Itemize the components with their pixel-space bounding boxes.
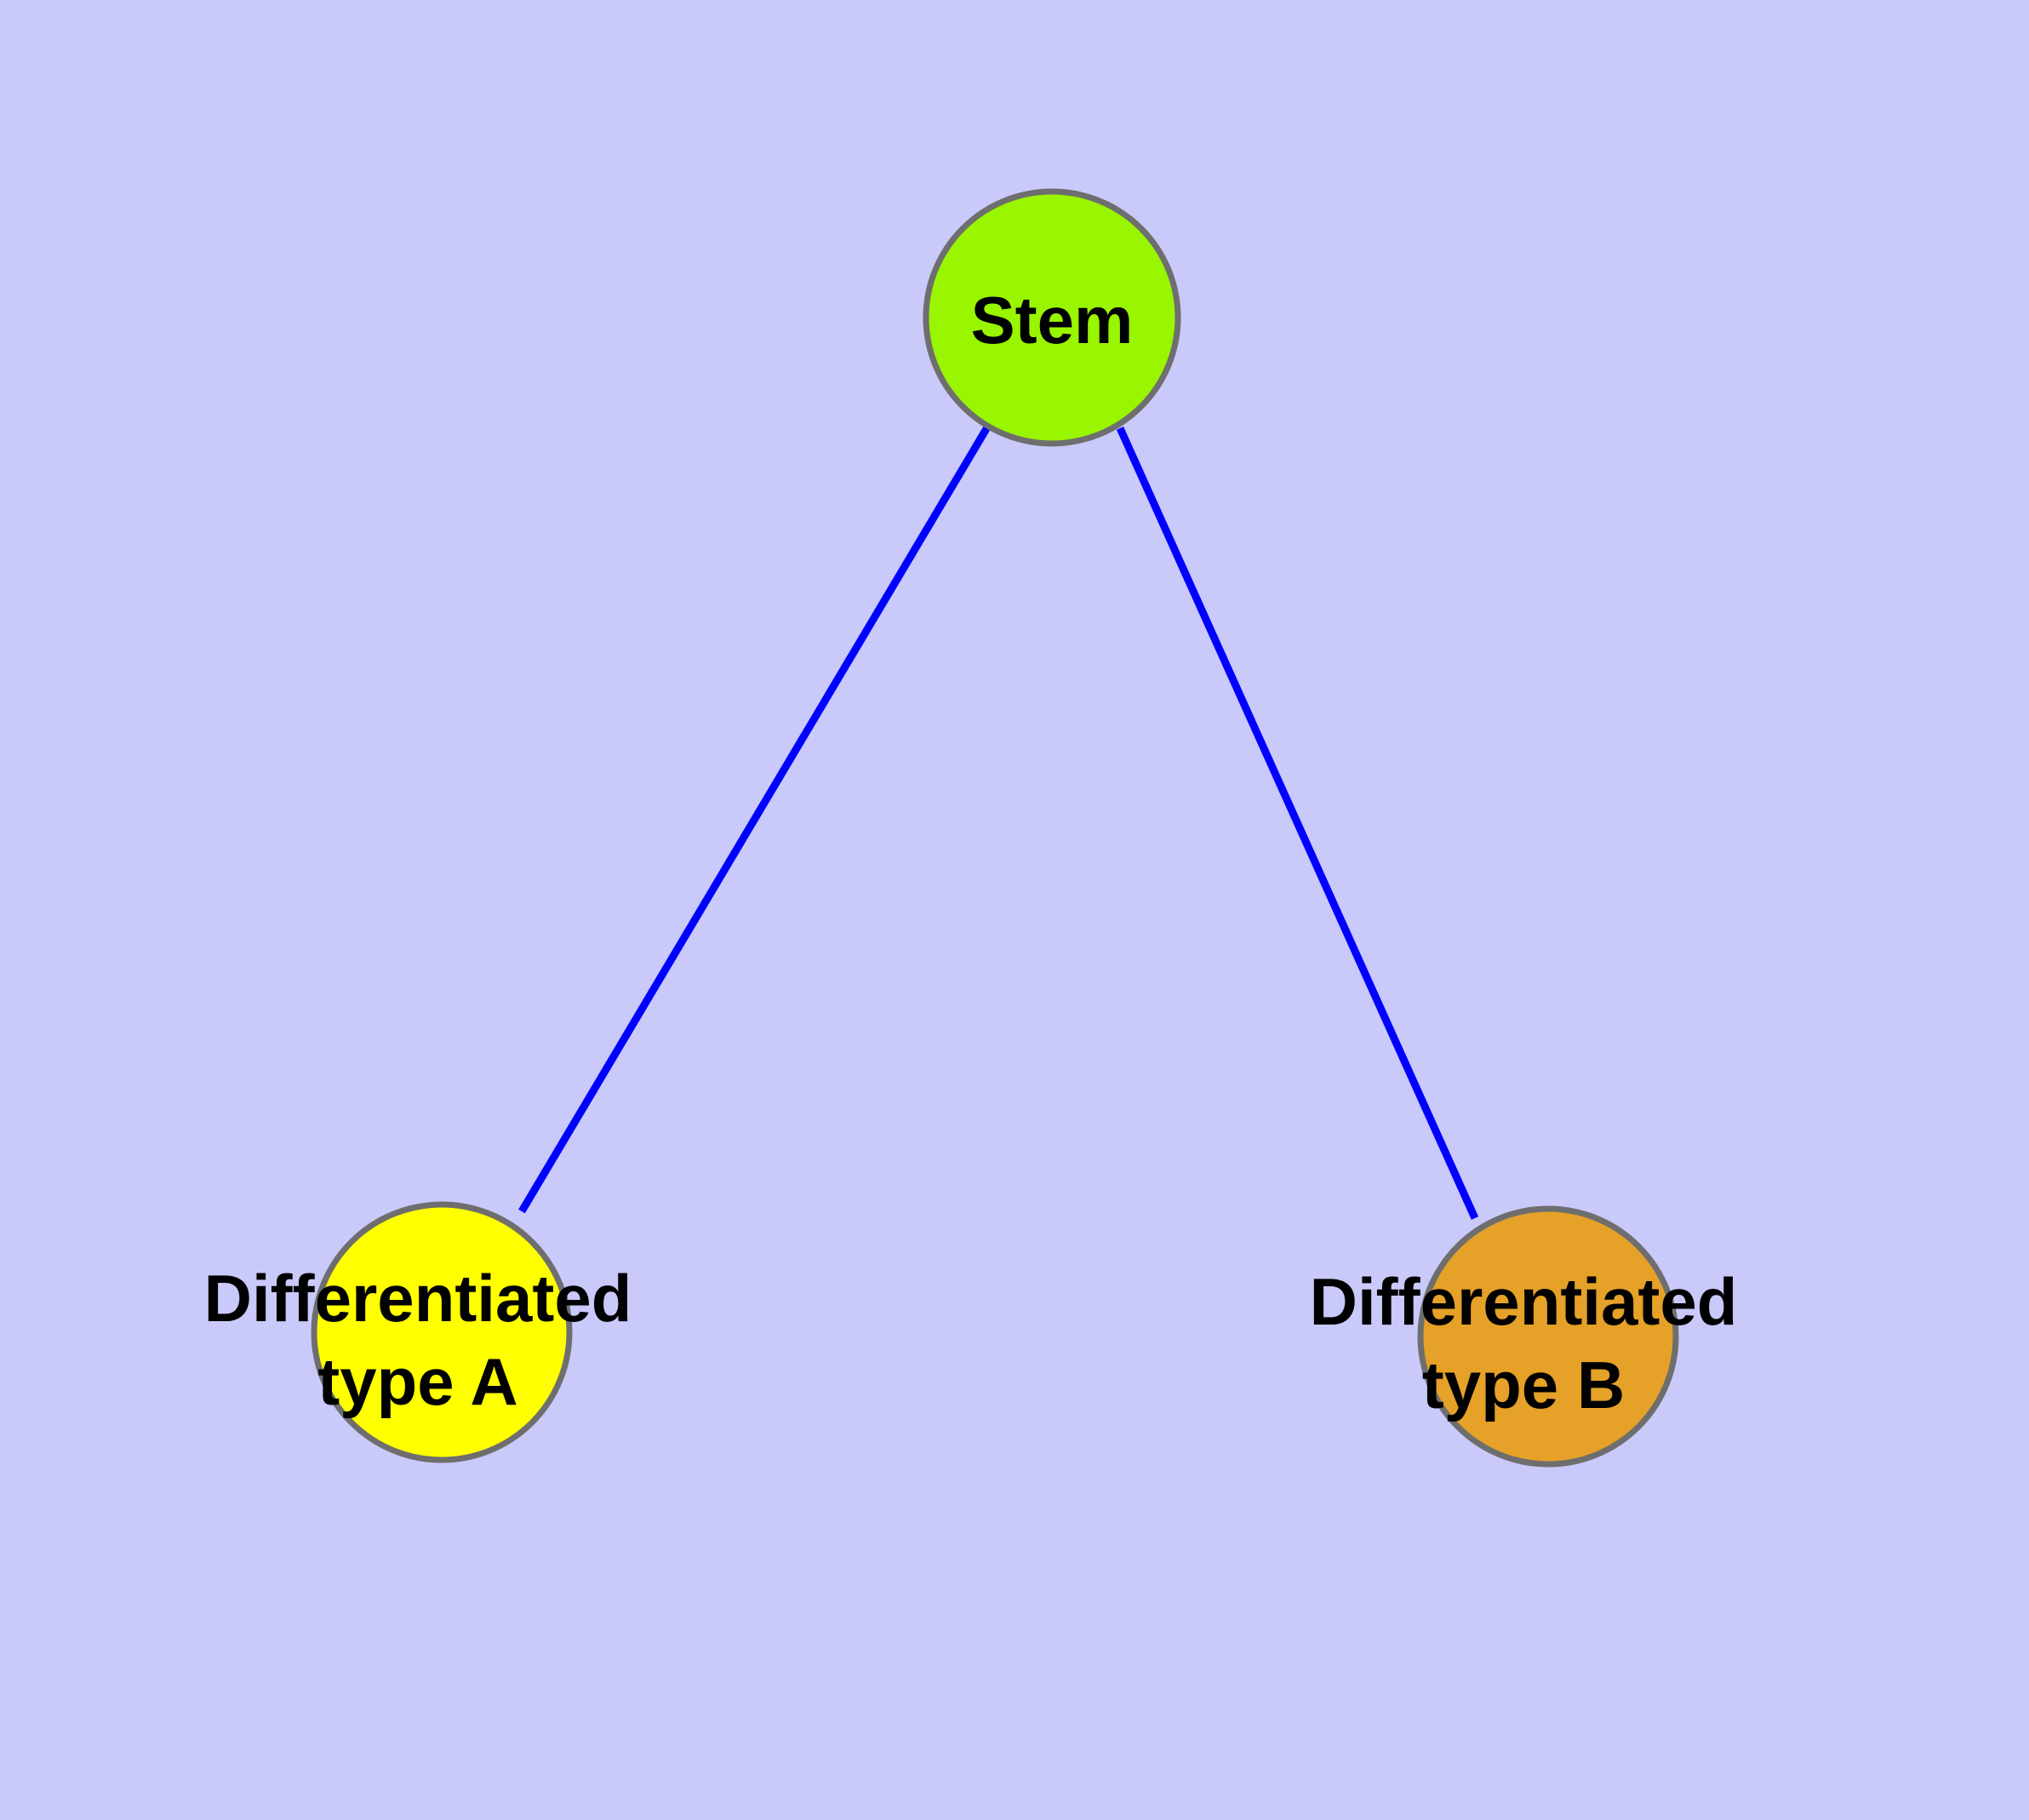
node-diff-b-label-line-2: type B [1422,1348,1625,1422]
node-diff-b-circle[interactable] [1417,1205,1679,1468]
edge-stem-to-diff-b[interactable] [1116,426,1479,1220]
node-diff-b[interactable] [1417,1205,1679,1468]
node-diff-a[interactable] [311,1201,573,1463]
node-stem-circle[interactable] [923,188,1181,447]
edge-stem-to-diff-a[interactable] [518,425,991,1214]
node-diff-b-label-line-1: Differentiated [1310,1264,1738,1339]
node-diff-a-circle[interactable] [311,1201,573,1463]
node-stem-label-line-1: Stem [971,283,1134,358]
node-stem[interactable] [923,188,1181,447]
node-diff-a-label-line-1: Differentiated [204,1261,632,1336]
node-diff-a-label-line-2: type A [317,1344,518,1419]
